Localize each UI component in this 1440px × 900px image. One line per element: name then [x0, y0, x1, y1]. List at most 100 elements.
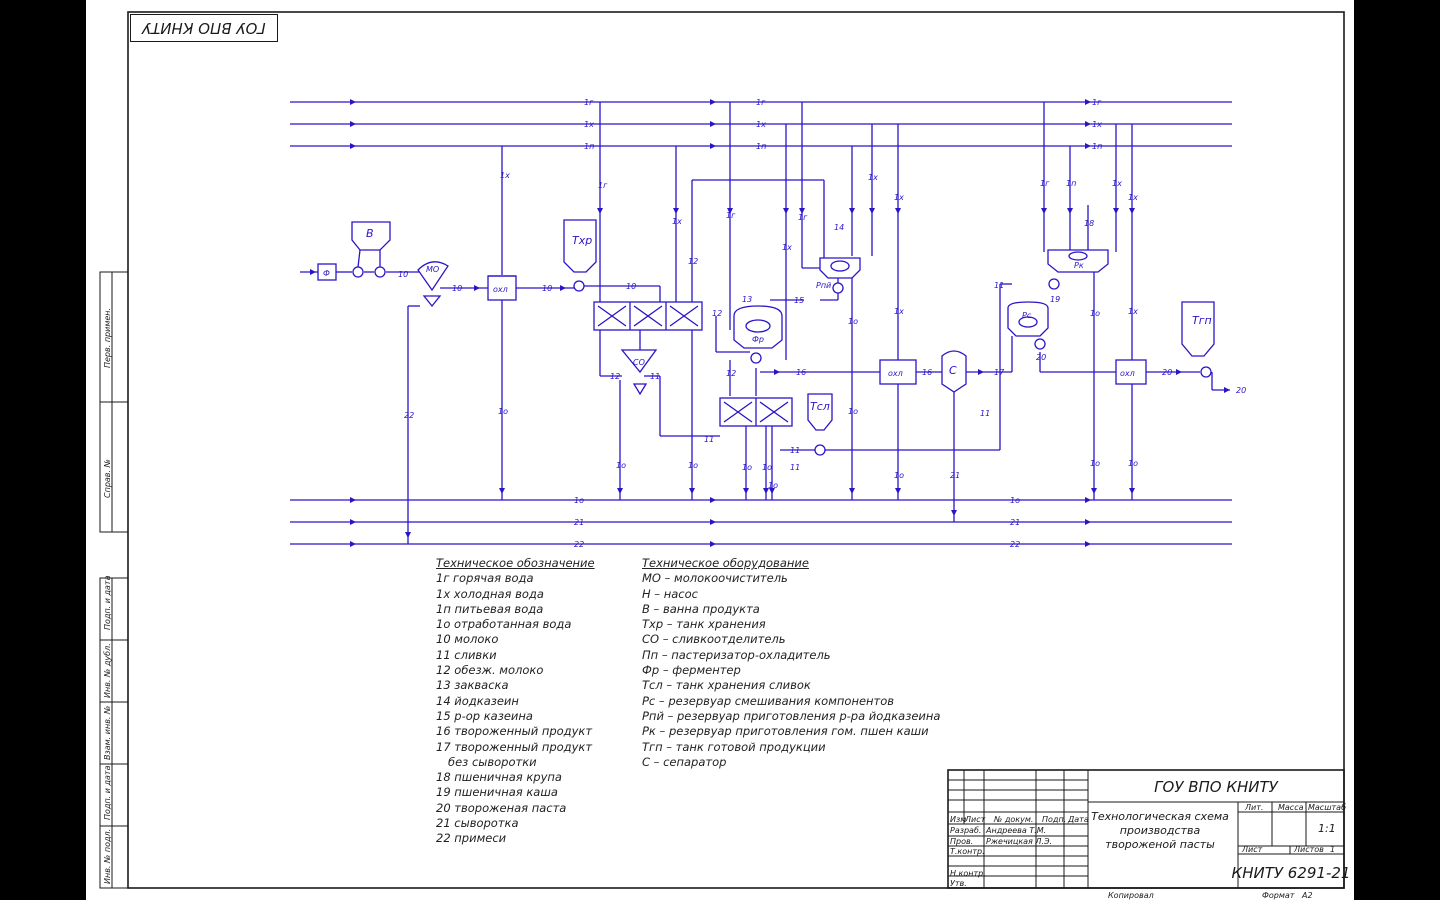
- title-organization: ГОУ ВПО КНИТУ: [1154, 778, 1279, 796]
- stream-label: 1о: [894, 471, 904, 480]
- equipment: Ф В МО охл Тхр СО Фр 13 Тсл 11: [317, 219, 1215, 472]
- stream-label: 15: [794, 296, 804, 305]
- stream-label: № докум.: [993, 815, 1033, 824]
- stream-label: Лист: [1241, 845, 1263, 854]
- stream-label: 22: [404, 411, 414, 420]
- stream-label: 1:1: [1318, 822, 1336, 835]
- legend-item: 19 пшеничная каша: [436, 785, 558, 800]
- stream-label: Фр: [752, 335, 764, 344]
- stream-label: 1о: [498, 407, 508, 416]
- label-1o-b: 1о: [1010, 496, 1020, 505]
- legend-item: 21 сыворотка: [436, 816, 519, 831]
- title-line-3: твороженой пасты: [1105, 838, 1215, 851]
- stream-label: А2: [1301, 891, 1313, 900]
- cooler-3-icon: [1115, 359, 1147, 385]
- stamp-top-box: ГОУ ВПО КНИТУ: [130, 14, 278, 42]
- legend-item: 18 пшеничная крупа: [436, 770, 562, 785]
- side-label-5: Взам. инв. №: [103, 706, 112, 760]
- stream-label: охл: [1120, 369, 1135, 378]
- legend-item: 1г горячая вода: [436, 571, 534, 586]
- legend-item: Фр – ферментер: [642, 663, 741, 678]
- legend-item: 11 сливки: [436, 647, 497, 662]
- stream-label: 20: [1236, 386, 1246, 395]
- stream-label: 1о: [616, 461, 626, 470]
- stream-label: Масса: [1278, 803, 1304, 812]
- stream-label: 11: [790, 463, 800, 472]
- legend-item: Н – насос: [642, 586, 698, 601]
- legend-item: Тсл – танк хранения сливок: [642, 678, 811, 693]
- label-1p-a: 1п: [584, 142, 594, 151]
- legend-item: Рк – резервуар приготовления гом. пшен к…: [642, 724, 929, 739]
- stream-label: Разраб.: [950, 826, 981, 835]
- cooler-2-icon: [879, 359, 917, 385]
- stream-label: Лит.: [1244, 803, 1263, 812]
- legend-item: 20 твороженая паста: [436, 800, 567, 815]
- stream-label: 20: [1036, 353, 1046, 362]
- stream-label: 11: [650, 372, 660, 381]
- stream-label: Изм: [950, 815, 966, 824]
- stream-label: 1х: [894, 307, 904, 316]
- stream-label: 1п: [1066, 179, 1076, 188]
- stream-label: Тсл: [810, 400, 830, 413]
- legend-item: Тхр – танк хранения: [642, 617, 766, 632]
- stream-label: 10: [542, 284, 552, 293]
- stream-label: 1х: [1112, 179, 1122, 188]
- stream-label: 10: [398, 270, 408, 279]
- stream-label: МО: [426, 265, 439, 274]
- label-1g-a: 1г: [584, 98, 594, 107]
- stream-label: Рс: [1022, 311, 1032, 320]
- stream-label: 1о: [688, 461, 698, 470]
- stream-label: 1х: [500, 171, 510, 180]
- stream-label: Копировал: [1108, 891, 1154, 900]
- legend-equipment: Техническое оборудование МО – молокоочис…: [642, 556, 940, 770]
- legend-item: Рпй – резервуар приготовления р-ра йодка…: [642, 708, 941, 723]
- stream-label: Рк: [1074, 261, 1084, 270]
- stream-label: 11: [790, 446, 800, 455]
- legend-item: С – сепаратор: [642, 754, 727, 769]
- drawing-sheet: [86, 0, 1354, 900]
- stream-label: Т.контр.: [950, 847, 985, 856]
- designation: КНИТУ 6291-21: [1232, 864, 1351, 882]
- stream-label: 1о: [848, 407, 858, 416]
- stream-label: 16: [796, 368, 806, 377]
- label-22-b: 22: [1010, 540, 1020, 549]
- stream-label: 19: [1050, 295, 1060, 304]
- stream-label: 1х: [672, 217, 682, 226]
- legend-item: 13 закваска: [436, 678, 509, 693]
- label-1g-c: 1г: [1092, 98, 1102, 107]
- label-1p-c: 1п: [1092, 142, 1102, 151]
- legend-item: без сыворотки: [448, 754, 537, 769]
- stream-label: Рпй: [816, 281, 831, 290]
- stream-label: 13: [742, 295, 752, 304]
- side-label-2: Справ. №: [103, 459, 112, 498]
- title-block: Изм Лист № докум. Подп. Дата Разраб. Про…: [947, 769, 1351, 900]
- stream-label: Тгп: [1192, 314, 1212, 327]
- legend-item: Тгп – танк готовой продукции: [642, 739, 826, 754]
- stream-label: Пров.: [950, 837, 973, 846]
- label-1p-b: 1п: [756, 142, 766, 151]
- legend-equipment-title: Техническое оборудование: [642, 556, 809, 570]
- stream-label: 12: [688, 257, 698, 266]
- stream-label: Андреева Т.М.: [985, 826, 1046, 835]
- porridge-reservoir-icon: [1047, 249, 1109, 273]
- stream-label: 1о: [762, 463, 772, 472]
- stream-label: 10: [452, 284, 462, 293]
- label-1o-a: 1о: [574, 496, 584, 505]
- stream-label: 1г: [1040, 179, 1050, 188]
- stream-label: 1х: [868, 173, 878, 182]
- legend-item: СО – сливкоотделитель: [642, 632, 786, 647]
- label-21-b: 21: [1010, 518, 1020, 527]
- stream-label: 1о: [742, 463, 752, 472]
- label-1x-c: 1х: [1092, 120, 1102, 129]
- milk-flow: 10 10 10 10 12 11 11 12 12 16 16 17 20: [300, 269, 1246, 455]
- stream-label: охл: [493, 285, 508, 294]
- stream-label: 20: [1162, 368, 1172, 377]
- stream-label: 1г: [798, 213, 808, 222]
- legend-item: Пп – пастеризатор-охладитель: [642, 647, 831, 662]
- side-label-4: Инв. № дубл.: [103, 643, 112, 698]
- filter-icon: [317, 263, 337, 281]
- label-1g-b: 1г: [756, 98, 766, 107]
- side-label-7: Инв. № подл.: [103, 829, 112, 884]
- separator-icon: [941, 350, 967, 393]
- stream-label: Утв.: [950, 879, 967, 888]
